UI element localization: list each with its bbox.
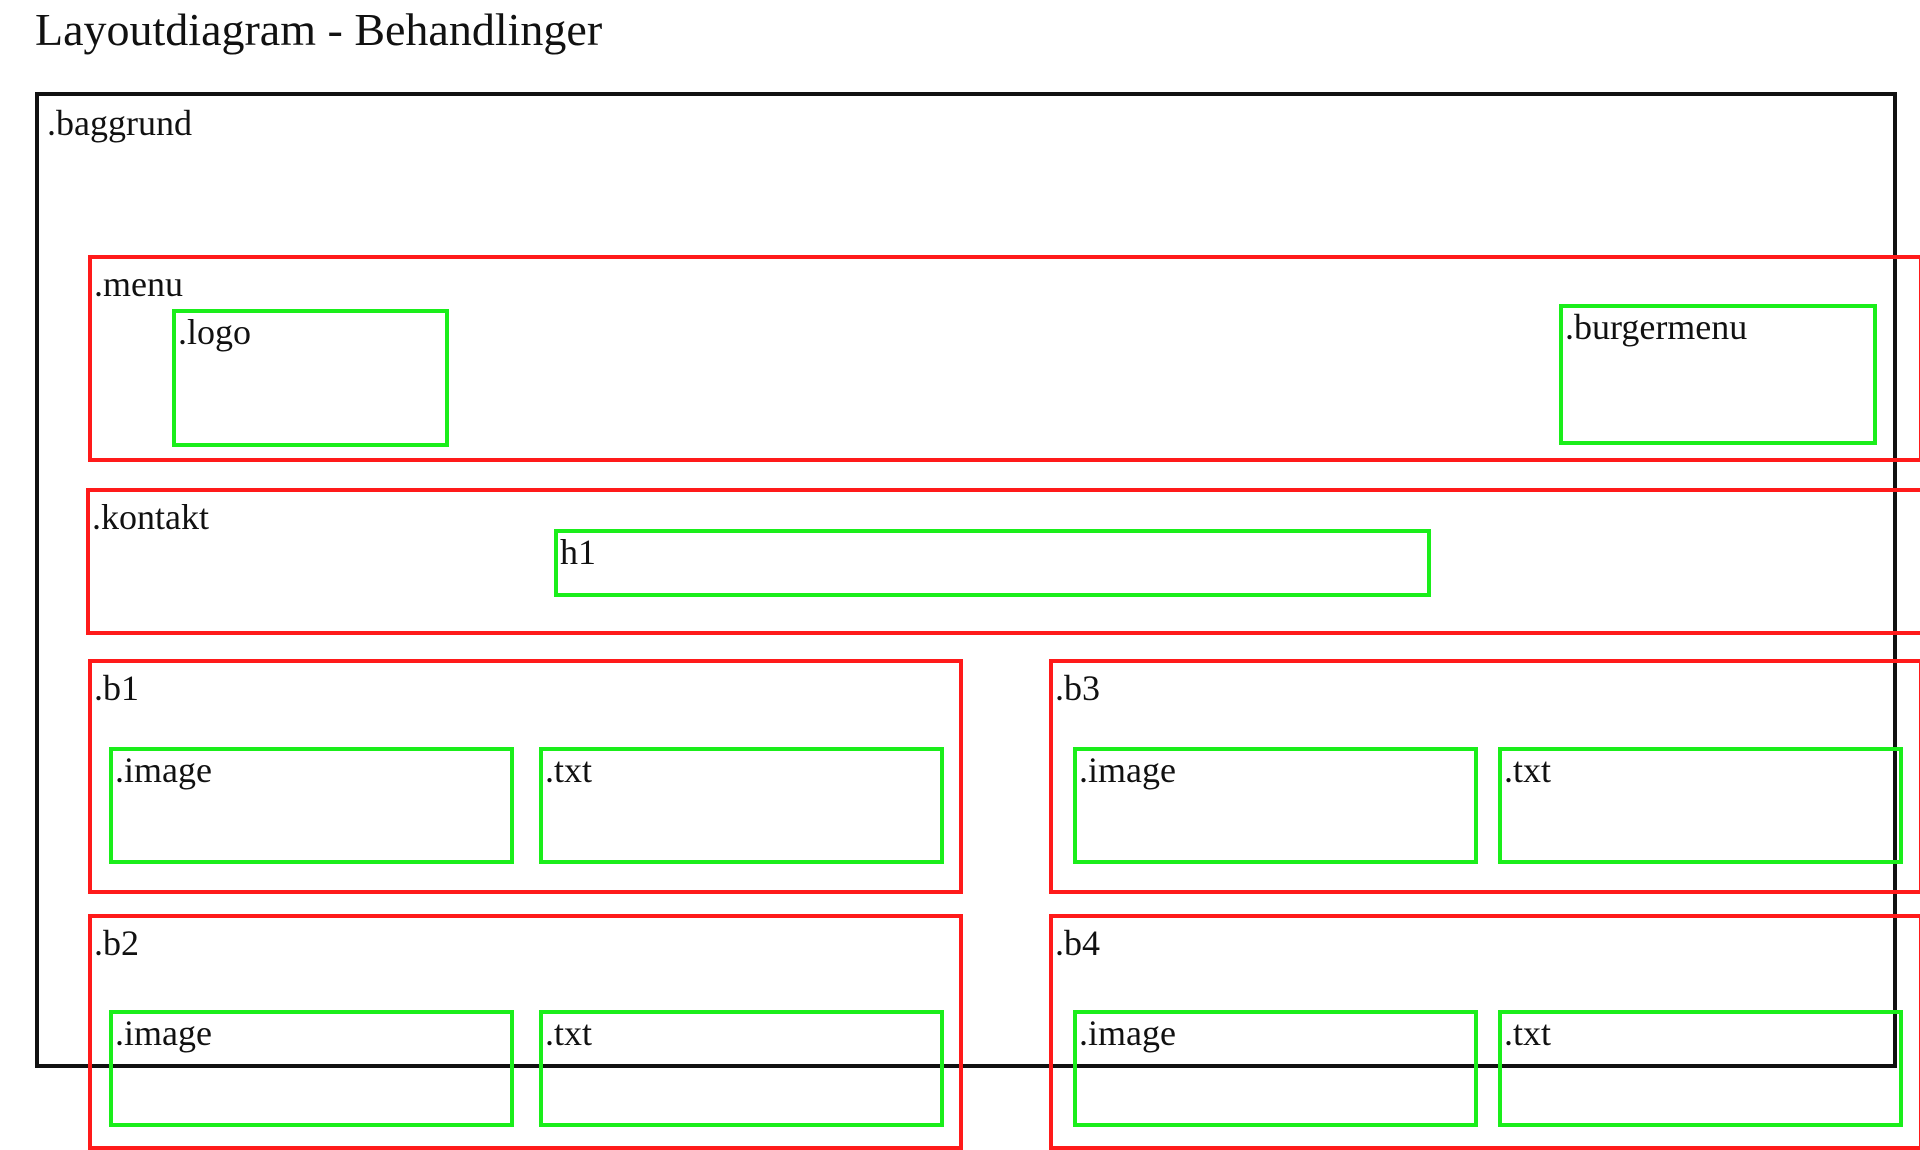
b2-txt-label: .txt (545, 1013, 593, 1053)
b2-label: .b2 (94, 923, 139, 963)
b1-label: .b1 (94, 668, 139, 708)
b3-image-box: .image (1073, 747, 1478, 864)
b4-txt-box: .txt (1498, 1010, 1903, 1127)
b2-txt-box: .txt (539, 1010, 944, 1127)
diagram-title: Layoutdiagram - Behandlinger (35, 4, 603, 55)
b3-image-label: .image (1079, 750, 1176, 790)
kontakt-label: .kontakt (92, 497, 209, 537)
logo-box: .logo (172, 309, 449, 447)
logo-label: .logo (178, 312, 252, 352)
b4-image-label: .image (1079, 1013, 1176, 1053)
b2-image-box: .image (109, 1010, 514, 1127)
b4-image-box: .image (1073, 1010, 1478, 1127)
b1-image-label: .image (115, 750, 212, 790)
menu-label: .menu (94, 264, 183, 304)
h1-box: h1 (554, 529, 1431, 597)
b1-txt-box: .txt (539, 747, 944, 864)
burgermenu-label: .burgermenu (1565, 307, 1748, 347)
b4-section: .b4 .image .txt (1049, 914, 1920, 1150)
b2-section: .b2 .image .txt (88, 914, 963, 1150)
b1-txt-label: .txt (545, 750, 593, 790)
h1-label: h1 (560, 532, 596, 572)
burgermenu-box: .burgermenu (1559, 304, 1877, 445)
menu-section: .menu .logo .burgermenu (88, 255, 1920, 462)
b4-txt-label: .txt (1504, 1013, 1552, 1053)
b2-image-label: .image (115, 1013, 212, 1053)
b3-txt-box: .txt (1498, 747, 1903, 864)
b1-section: .b1 .image .txt (88, 659, 963, 894)
b3-label: .b3 (1055, 668, 1100, 708)
b3-section: .b3 .image .txt (1049, 659, 1920, 894)
b3-txt-label: .txt (1504, 750, 1552, 790)
baggrund-label: .baggrund (47, 103, 192, 143)
baggrund-container: .baggrund .menu .logo .burgermenu .konta… (35, 92, 1920, 1150)
b4-label: .b4 (1055, 923, 1100, 963)
kontakt-section: .kontakt h1 (86, 488, 1920, 635)
b1-image-box: .image (109, 747, 514, 864)
